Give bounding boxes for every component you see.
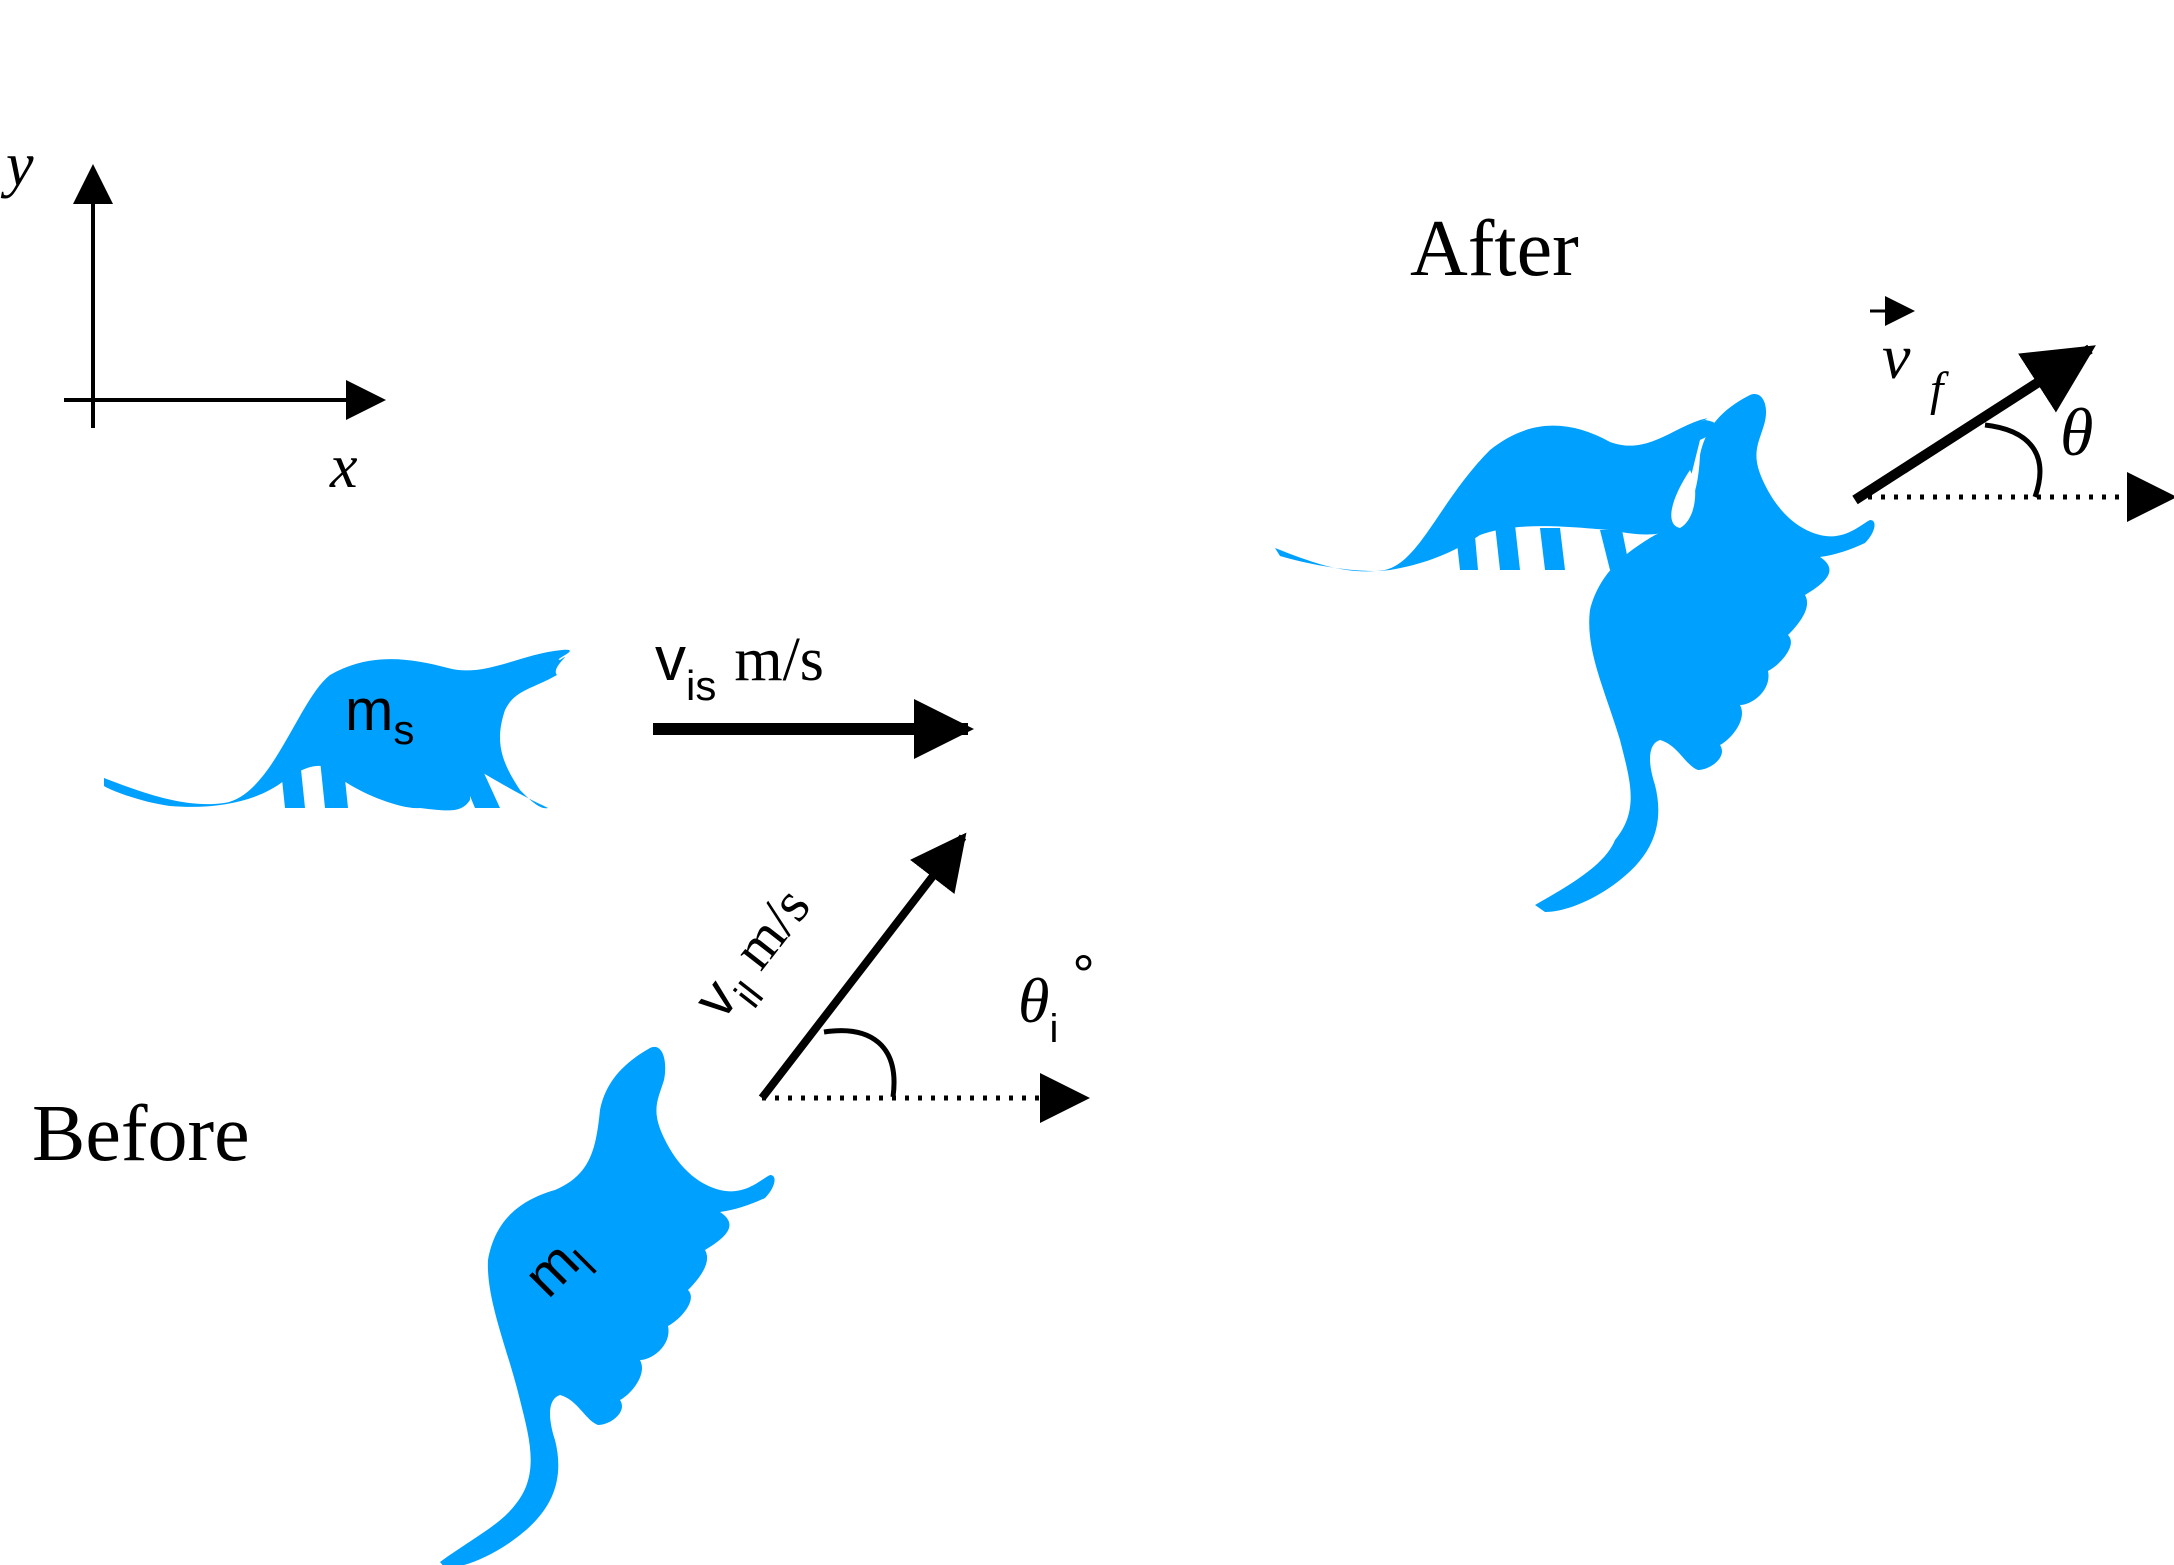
large-otter-angle-arc xyxy=(823,1028,897,1098)
final-velocity-subscript: f xyxy=(1930,363,1949,416)
combined-otters-ear-gap xyxy=(1671,470,1696,528)
small-otter-leg-1 xyxy=(280,760,305,808)
y-axis-label: y xyxy=(0,131,34,199)
final-velocity-label: v f xyxy=(1870,296,1949,416)
final-velocity-symbol: v xyxy=(1882,321,1911,392)
final-angle-arc xyxy=(1984,422,2043,498)
final-angle-label: θ xyxy=(2060,394,2093,470)
small-otter-mass-label: ms xyxy=(345,678,414,753)
x-axis-label: x xyxy=(329,433,358,501)
large-otter: ml xyxy=(440,1046,775,1565)
coordinate-axes: y x xyxy=(0,131,386,501)
small-otter-body xyxy=(104,649,570,811)
combined-otters-horizontal-legs xyxy=(1455,525,1630,570)
large-otter-angle-label: θi° xyxy=(1018,943,1095,1051)
combined-otters-horizontal-body xyxy=(1275,418,1718,572)
after-label: After xyxy=(1410,205,1579,293)
large-otter-velocity-label: vilm/s xyxy=(681,874,834,1038)
small-otter-leg-2 xyxy=(320,760,348,808)
final-velocity: v f θ xyxy=(1852,296,2174,522)
final-velocity-arrow xyxy=(1852,344,2096,505)
large-otter-velocity: vilm/s θi° xyxy=(681,832,1095,1123)
large-otter-body xyxy=(440,1046,775,1565)
large-otter-velocity-arrow xyxy=(758,832,967,1101)
before-label: Before xyxy=(32,1090,250,1178)
small-otter-leg-4 xyxy=(455,760,500,808)
combined-otters xyxy=(1275,394,1875,913)
combined-otters-vertical-body xyxy=(1535,394,1875,913)
small-otter-leg-3 xyxy=(405,765,432,808)
small-otter: ms xyxy=(104,649,570,811)
